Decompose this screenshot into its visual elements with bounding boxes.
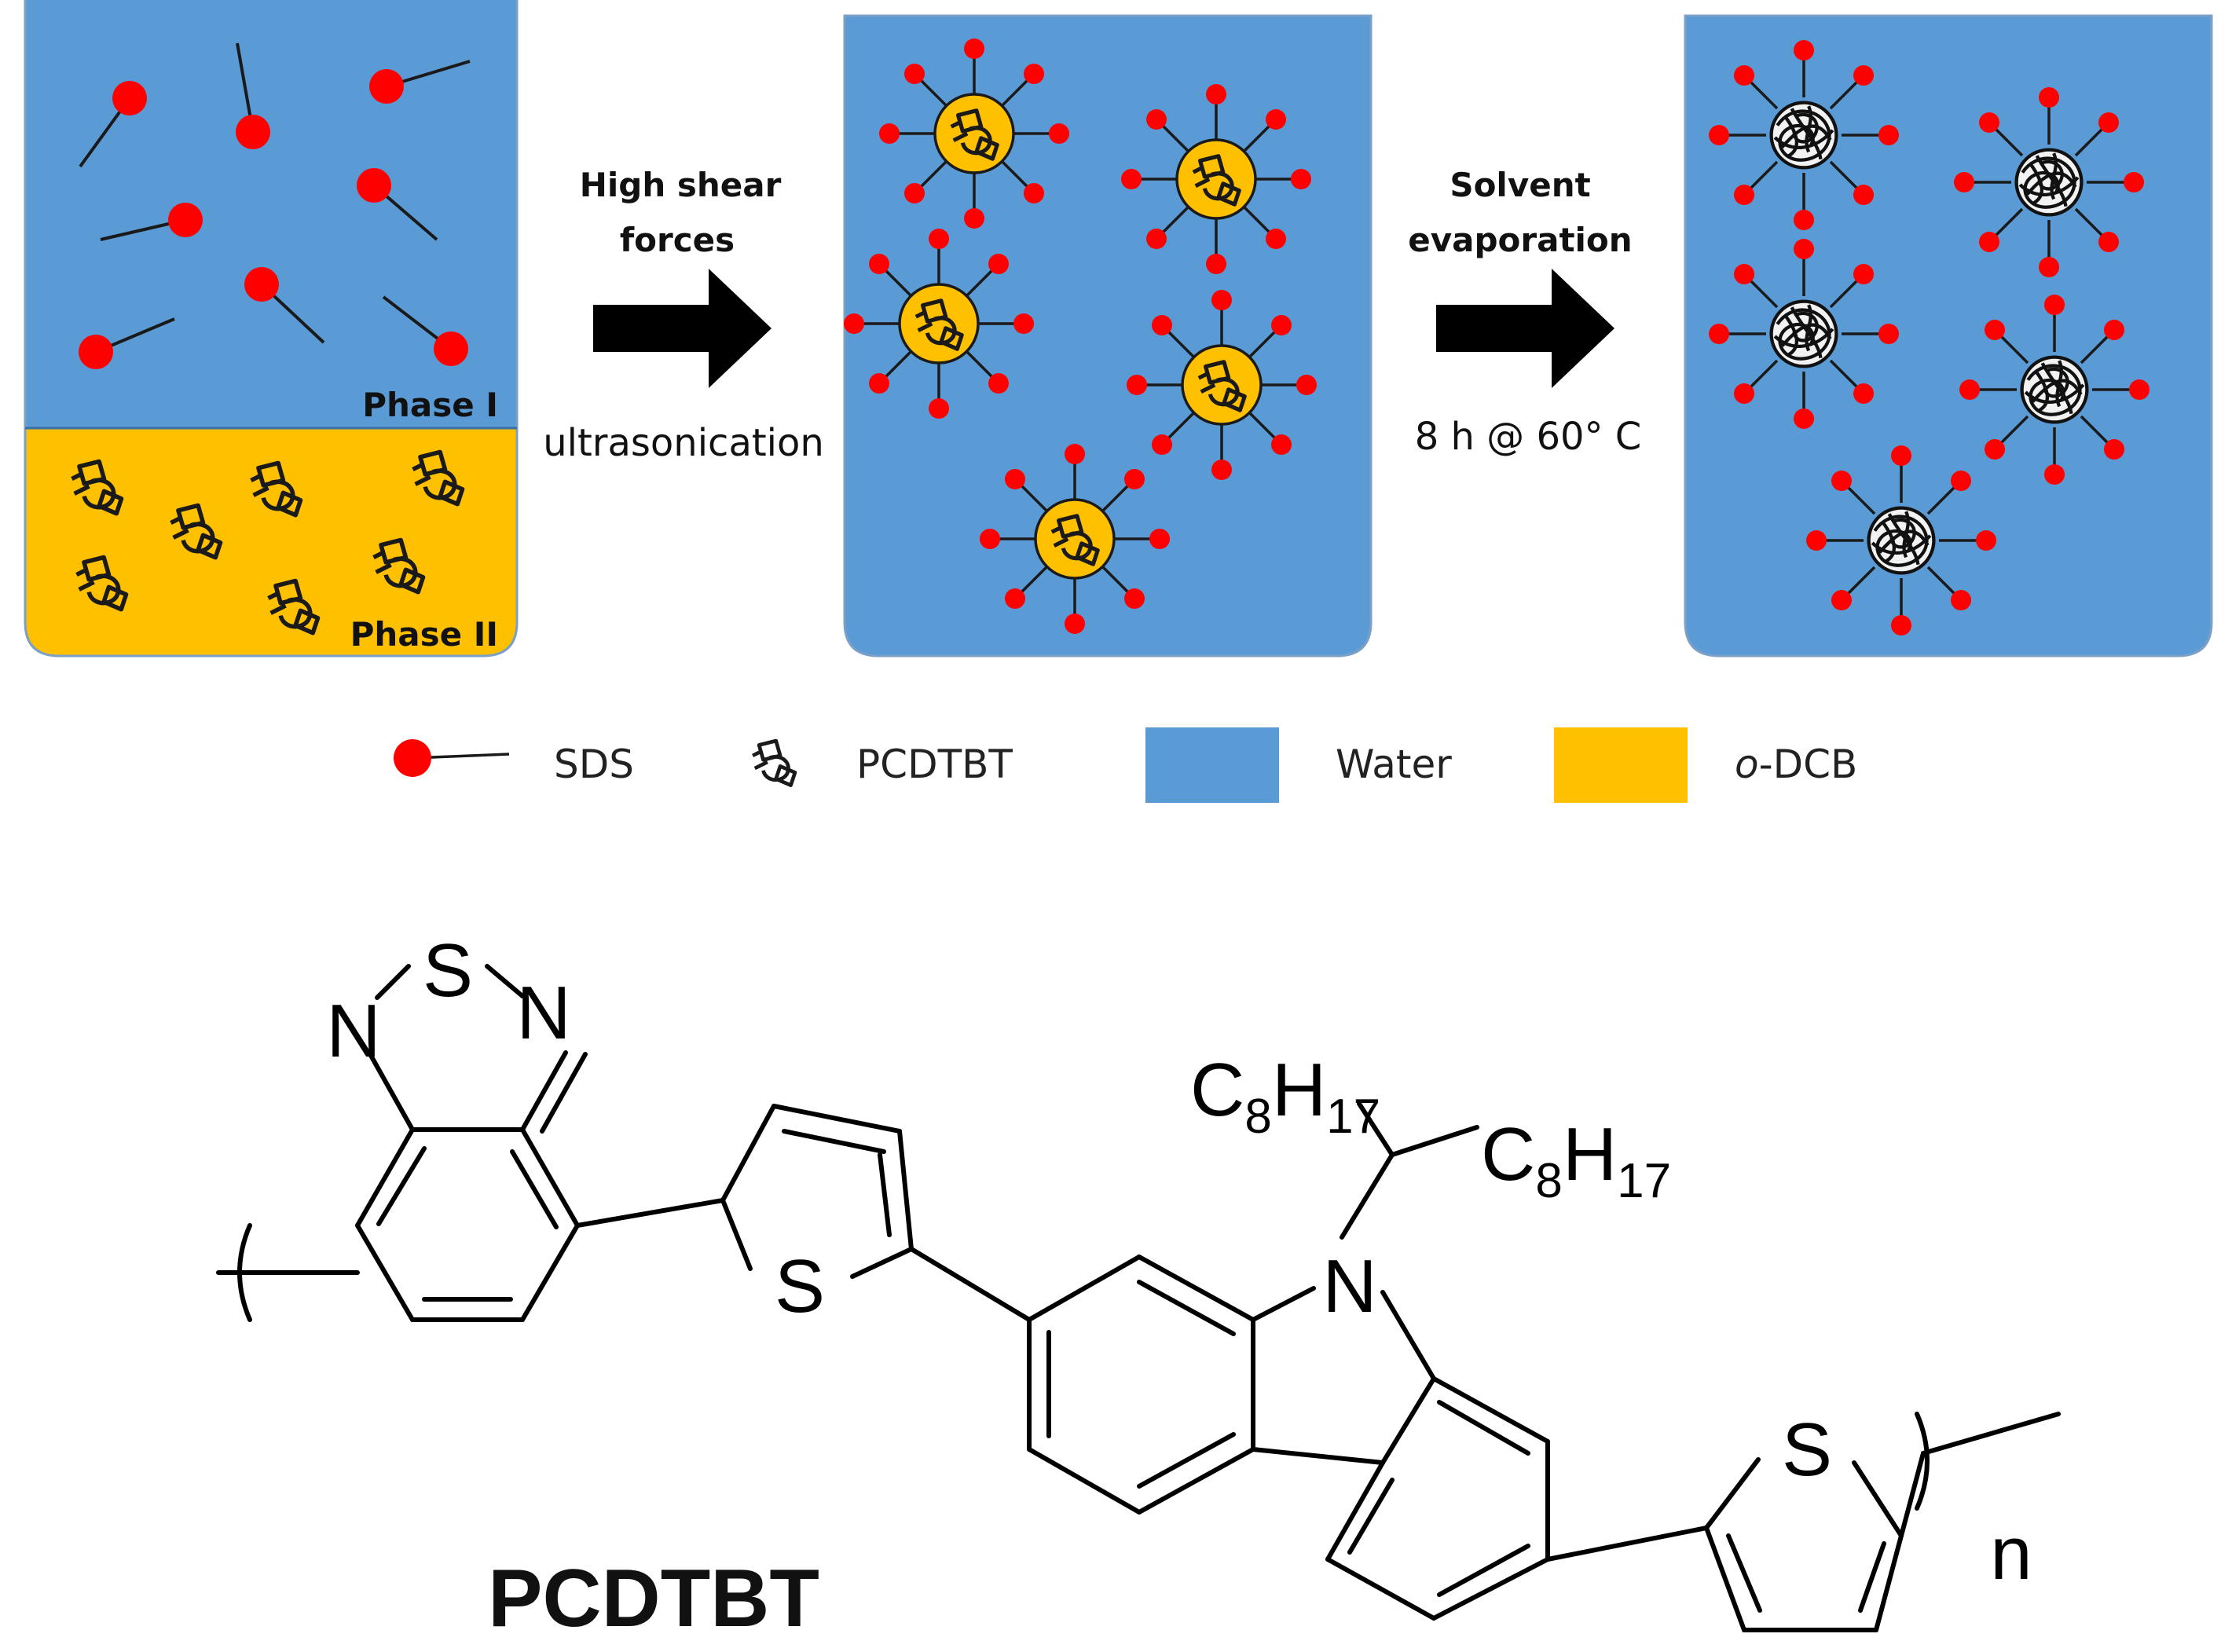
legend-odcb-suffix: -DCB: [1759, 742, 1858, 787]
legend-water-label: Water: [1336, 742, 1452, 787]
alkyl-substituent-2: C8H17: [1481, 1112, 1671, 1208]
odcb-legend-swatch: [1554, 727, 1688, 803]
right-bracket: [1915, 1412, 1930, 1511]
legend-odcb-label: o-DCB: [1735, 742, 1857, 787]
nanoparticle: [1954, 87, 2144, 277]
repeat-unit-n: n: [1990, 1511, 2032, 1595]
legend-pcdtbt-label: PCDTBT: [856, 742, 1013, 787]
atom-s-thiophene-1: S: [775, 1244, 825, 1328]
phase2-odcb: [25, 428, 517, 656]
phase1-label: Phase I: [362, 386, 498, 424]
alkyl-substituent-1: C8H17: [1190, 1048, 1380, 1144]
nanoparticle: [1709, 239, 1899, 429]
step1-condition: ultrasonication: [543, 421, 824, 465]
atom-s-thiophene-2: S: [1782, 1408, 1832, 1492]
atom-s-top: S: [423, 929, 473, 1013]
step2-title-line2: evaporation: [1408, 221, 1632, 259]
emulsion-droplet: [1121, 84, 1311, 274]
atom-n-carbazole: N: [1322, 1244, 1376, 1328]
thiophene-ring-1: [720, 1104, 914, 1279]
legend-sds-label: SDS: [554, 742, 634, 787]
legend-odcb-prefix: o: [1735, 742, 1759, 787]
structure-atom-labels: S N N S N S C8H17 C8H17 n PCDTBT: [326, 929, 2032, 1644]
emulsion-droplet: [980, 444, 1170, 634]
step1-title-line1: High shear: [580, 166, 782, 204]
benzothiadiazole-ring: [355, 964, 588, 1322]
step-shear: High shear forces ultrasonication: [543, 166, 824, 465]
nanoparticle-water: [1684, 14, 2213, 658]
legend: SDS PCDTBT Water o-DCB: [394, 727, 1857, 803]
phase1-water: [25, 0, 517, 428]
atom-n-right: N: [516, 971, 570, 1055]
phase2-label: Phase II: [350, 615, 498, 654]
structure-title: PCDTBT: [488, 1553, 819, 1644]
pcdtbt-legend-icon: [753, 741, 795, 786]
water-legend-swatch: [1145, 727, 1279, 803]
step2-arrow-icon: [1436, 269, 1614, 388]
emulsion-droplet: [879, 38, 1069, 229]
step-evaporation: Solvent evaporation 8 h @ 60° C: [1408, 166, 1641, 459]
pcdtbt-structure: [216, 964, 2061, 1632]
step1-title-line2: forces: [620, 221, 735, 259]
thiophene-ring-2: [1704, 1451, 1926, 1632]
step2-title-line1: Solvent: [1450, 166, 1590, 204]
panel-nanoparticles: [1684, 14, 2213, 658]
nanoparticle: [1806, 445, 1996, 636]
nanoparticle: [1709, 40, 1899, 230]
carbazole-right-ring: [1325, 1376, 1550, 1621]
atom-n-left: N: [326, 989, 380, 1073]
free-sds-molecules: [79, 42, 471, 369]
emulsion-droplet: [844, 229, 1034, 419]
panel-initial: Phase I Phase II: [24, 0, 519, 658]
step1-arrow-icon: [593, 269, 771, 388]
nanoparticle: [1959, 295, 2150, 485]
carbazole-left-ring: [1027, 1255, 1255, 1515]
sds-legend-icon: [394, 739, 510, 777]
emulsion-droplet: [1127, 290, 1317, 480]
step2-condition: 8 h @ 60° C: [1415, 415, 1642, 459]
panel-emulsion: [843, 14, 1373, 658]
